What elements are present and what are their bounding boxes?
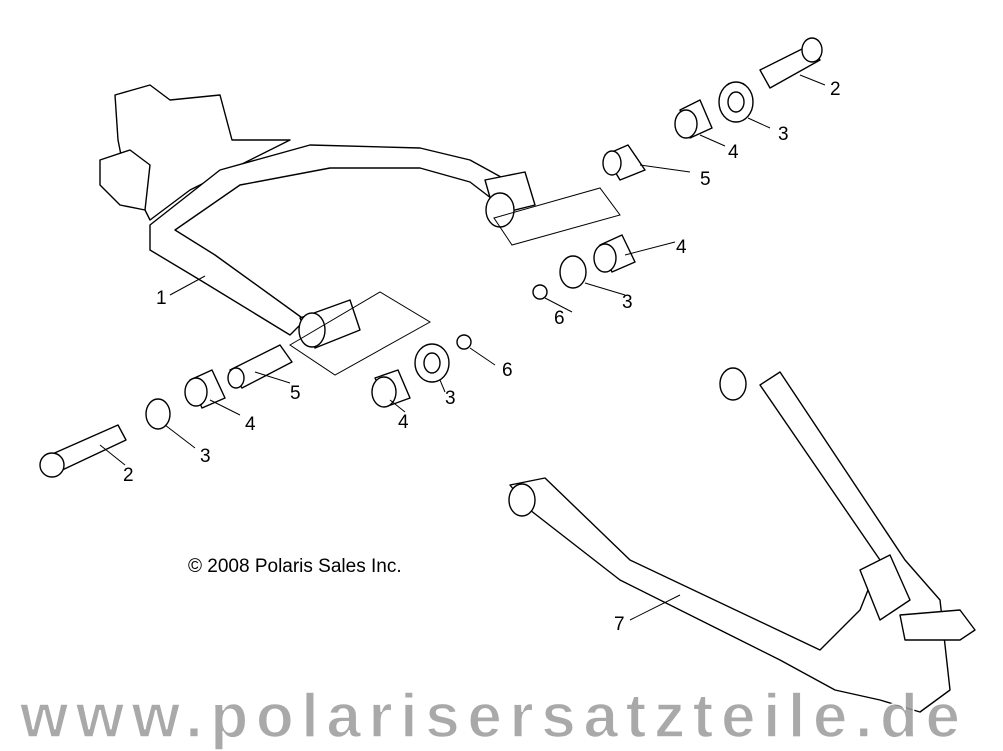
watermark-text: www.polarisersatzteile.de [19,682,960,751]
callout-1: 1 [156,288,167,309]
callout-2-right: 2 [830,79,841,100]
callout-2-left: 2 [123,465,134,486]
callout-6-mid: 6 [502,360,513,381]
copyright-text: © 2008 Polaris Sales Inc. [188,556,402,577]
callout-7: 7 [614,614,625,635]
hardware-right [532,37,823,300]
callout-4-mid: 4 [398,412,409,433]
callout-4-right: 4 [728,142,739,163]
callout-3-mid-right: 3 [622,292,633,313]
upper-a-arm [99,84,621,376]
callout-3-right: 3 [778,124,789,145]
callout-5-left: 5 [290,383,301,404]
callout-4-left: 4 [245,414,256,435]
callout-4-mid-right: 4 [676,237,687,258]
callout-3-mid: 3 [445,388,456,409]
leader-lines [99,74,826,621]
lower-a-arm [508,367,976,713]
hardware-left [39,334,472,478]
callout-6-mid-right: 6 [554,308,565,329]
callout-5-right: 5 [700,169,711,190]
callout-3-left: 3 [200,446,211,467]
